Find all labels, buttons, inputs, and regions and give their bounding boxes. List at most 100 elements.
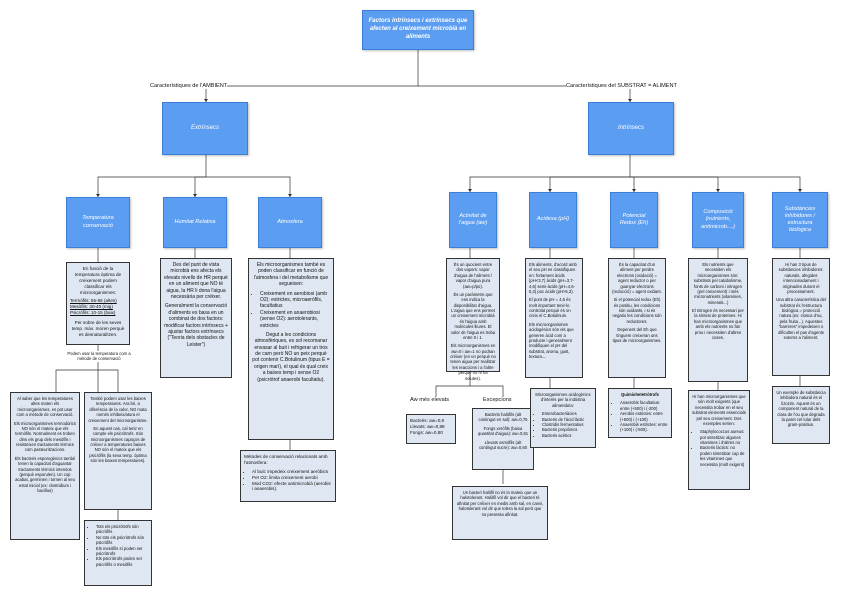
- aw-branch-right: Excepcions: [483, 397, 512, 403]
- aw-p3: Els microorganismes en aw=0 i aw=1 no po…: [450, 343, 496, 381]
- inhib-p2: Una altra característica del substrat és…: [776, 297, 826, 340]
- aw-branch-left: Aw més elevats: [410, 397, 450, 403]
- redox-p1: És la capacitat d'un aliment per perdre …: [612, 262, 662, 294]
- aw-right-item: Llevats osmòfils (alt contingut sucre): …: [478, 439, 528, 450]
- temp-list-item: No tots els psicròtrofs són psicròfils: [96, 535, 148, 546]
- aw-p2: És un paràmetre que ens indica la dispon…: [450, 291, 496, 340]
- temp-list-box: Tots els psicròtrofs són psicròfils No t…: [84, 520, 152, 586]
- node-inhibidores-label: Substàncies inhibidores / estructura bio…: [784, 205, 816, 234]
- temp-intro: En funció de la temperatura òptima de cr…: [74, 266, 122, 295]
- node-humitat-label: Humitat Relativa: [174, 218, 216, 225]
- temp-item: Psicròfils: 10-15 (baix): [70, 310, 116, 316]
- atmosfera-anaerobiosi: Creixement en anaerobiosi (sense O2): ae…: [260, 310, 330, 329]
- acid-p2: El punt de pH = 4,6 és molt important te…: [529, 297, 571, 319]
- node-inhibidores[interactable]: Substàncies inhibidores / estructura bio…: [772, 192, 828, 248]
- aw-p1: És un quocient entre dos vapors: vapor d…: [453, 262, 493, 289]
- temp-box: En funció de la temperatura òptima de cr…: [66, 262, 130, 345]
- humitat-box: Des del punt de vista microbià ens afect…: [160, 258, 232, 378]
- aw-box: És un quocient entre dos vapors: vapor d…: [446, 258, 500, 381]
- temp-left-box: Al saber que les temperatures altes mate…: [10, 392, 80, 540]
- aw-right-box: Bacteris halòfils (alt contingut en sal)…: [472, 408, 534, 470]
- redox-list-item: Anaerobis estrictes: entre (+100) i (-50…: [620, 422, 668, 433]
- node-extrinsecs[interactable]: Extrínsecs: [162, 102, 248, 155]
- edge-label-ambient: Característiques de l'AMBIENT: [150, 83, 228, 89]
- aw-left-item: Bacteris: aw=0,9: [410, 418, 445, 423]
- temp-list-item: Els psicròtrofs poden ser psicròfils o m…: [96, 556, 148, 567]
- redox-p3: Depenent del Eh que tinguem creixeran un…: [612, 327, 662, 343]
- temp-left-p3: Els bacteris esporogènics també tenen la…: [14, 455, 76, 493]
- acid-list-item: Bacteris acètics: [542, 433, 592, 438]
- temp-right-p2: En aquest cas, cal tenir en compte els p…: [89, 425, 147, 464]
- redox-box: És la capacitat d'un aliment per perdre …: [608, 258, 666, 378]
- humitat-p1: Des del punt de vista microbià ens afect…: [164, 262, 228, 300]
- temp-note: Per sobre de les seves temp. màx. moren …: [71, 320, 125, 337]
- edge-label-substrat: Característiques del SUBSTRAT = ALIMENT: [566, 83, 677, 89]
- aw-bottom-box: Un bacteri halòfil no és lo mateix que u…: [452, 486, 548, 540]
- title-text: Factors intrínsecs i extrínsecs que afec…: [368, 18, 468, 40]
- acid-box: Els aliments, d'acord amb el seu pH es c…: [525, 258, 583, 378]
- node-atmosfera[interactable]: Atmosfera: [258, 197, 322, 248]
- node-acidesa-label: Acidesa (pH): [536, 216, 570, 223]
- node-aw[interactable]: Activitat de l'aigua (aw): [449, 192, 497, 248]
- temp-list-item: Els mesòfils sí poden ser psicròtrofs: [96, 546, 148, 557]
- redox-p2: Si el potencial redox (Eh) és positiu, l…: [612, 297, 662, 324]
- acid-list-item: Bacteris propiònics: [542, 427, 592, 432]
- aw-left-item: Fongs: aw=0,80: [410, 429, 443, 435]
- aw-right-item: Bacteris halòfils (alt contingut en sal)…: [478, 412, 528, 423]
- temp-left-p1: Al saber que les temperatures altes mate…: [16, 396, 74, 418]
- atmosfera-method: Al buit: impedeix creixement aeròbics: [252, 469, 332, 475]
- node-humitat[interactable]: Humitat Relativa: [163, 197, 227, 248]
- temp-right-p1: També podem usar les baixes temperatures…: [88, 396, 148, 423]
- atmosfera-intro: Els microorganismes també es poden class…: [253, 262, 329, 288]
- temp-item: Termòfils: 55-65 (altes): [70, 298, 117, 304]
- inhib-box2: Un exemple de substància inhibidora natu…: [772, 386, 830, 444]
- atmosfera-box: Els microorganismes també es poden class…: [248, 258, 334, 440]
- aw-left-item: Llevats: aw=0,88: [410, 423, 445, 429]
- temp-item: Mesòfils: 30-40 (mig): [70, 304, 113, 310]
- node-composicio[interactable]: Composició (nutrients, antimicrob....): [692, 192, 744, 248]
- temp-link-label: Podem usar la temperatura com a mètode d…: [66, 351, 132, 362]
- acid-list-item: Clostridis fermentatius: [542, 422, 592, 427]
- inhib-p1: Hi han 3 tipus de substàncies inhibidore…: [778, 262, 824, 294]
- redox-list-box: Quimiohetetròtrofs Anaerobis facultatius…: [608, 388, 672, 438]
- node-redox[interactable]: Potencial Redox (Eh): [610, 192, 658, 248]
- node-temperatura[interactable]: Temperatura conservació: [66, 197, 130, 248]
- temp-left-p2: Els microorganismes termodúrics NO són e…: [14, 420, 76, 453]
- node-composicio-label: Composició (nutrients, antimicrob....): [701, 209, 735, 230]
- comp-box: Els nutrients que necessiten els microor…: [688, 258, 748, 382]
- acid-list-title: Microorganismes acidogènics d'interès pe…: [535, 392, 591, 408]
- inhib2-text: Un exemple de substància inhibidora natu…: [776, 390, 826, 428]
- redox-list-item: Anaerobis facultatius: entre (+500) i (-…: [620, 400, 668, 411]
- node-temperatura-label: Temperatura conservació: [82, 215, 114, 229]
- comp-p2: El nitrogen és necessari per la síntesi …: [692, 308, 744, 340]
- redox-list-item: Aerobis estrictes: entre (+500) i (+100): [620, 411, 668, 422]
- atmosfera-methods-title: Mètodes de conservació relacionats amb l…: [244, 454, 328, 465]
- acid-list-item: Bacteris de l'àcid làctic: [542, 417, 592, 422]
- acid-list-box: Microorganismes acidogènics d'interès pe…: [530, 388, 596, 448]
- title-node[interactable]: Factors intrínsecs i extrínsecs que afec…: [362, 10, 474, 50]
- comp2-item: Staphylococcus aureus: pot sintetitzar a…: [700, 429, 746, 445]
- comp-p1: Els nutrients que necessiten els microor…: [693, 262, 743, 305]
- acid-list-item: Enterobacteriàcies: [542, 411, 592, 416]
- comp-box2: Hi han microorganismes que són molt exig…: [688, 390, 750, 490]
- redox-list-title: Quimiohetetròtrofs: [621, 392, 659, 397]
- inhib-box: Hi han 3 tipus de substàncies inhibidore…: [772, 258, 830, 376]
- node-aw-label: Activitat de l'aigua (aw): [458, 212, 488, 226]
- humitat-p2: Generalment la conservació d'aliments es…: [164, 303, 228, 348]
- aw-right-item: Fongs xeròfils (baixa quantitat d'aigua)…: [477, 425, 529, 437]
- comp2-intro: Hi han microorganismes que són molt exig…: [692, 394, 746, 426]
- node-acidesa[interactable]: Acidesa (pH): [529, 192, 577, 248]
- node-extrinsecs-label: Extrínsecs: [190, 124, 219, 131]
- comp2-item: Bacteris làctics: no poden sintetitzar c…: [700, 445, 746, 467]
- acid-p1: Els aliments, d'acord amb el seu pH es c…: [529, 262, 577, 294]
- aw-left-box: Bacteris: aw=0,9 Llevats: aw=0,88 Fongs:…: [406, 414, 456, 444]
- temp-right-box: També podem usar les baixes temperatures…: [84, 392, 152, 510]
- atmosfera-method: Mod CO2: efecte antimicrobià (aerobis i …: [252, 481, 332, 493]
- node-redox-label: Potencial Redox (Eh): [619, 212, 649, 226]
- atmosfera-method: Per O2: limita creixement aerobi: [252, 475, 332, 481]
- aw-bottom-text: Un bacteri halòfil no és lo mateix que u…: [456, 490, 544, 517]
- atmosfera-methods-box: Mètodes de conservació relacionats amb l…: [240, 450, 336, 502]
- node-intrinsecs[interactable]: Intrínsecs: [588, 102, 674, 155]
- acid-p3: Els microorganismes acidogènics són els …: [529, 321, 574, 359]
